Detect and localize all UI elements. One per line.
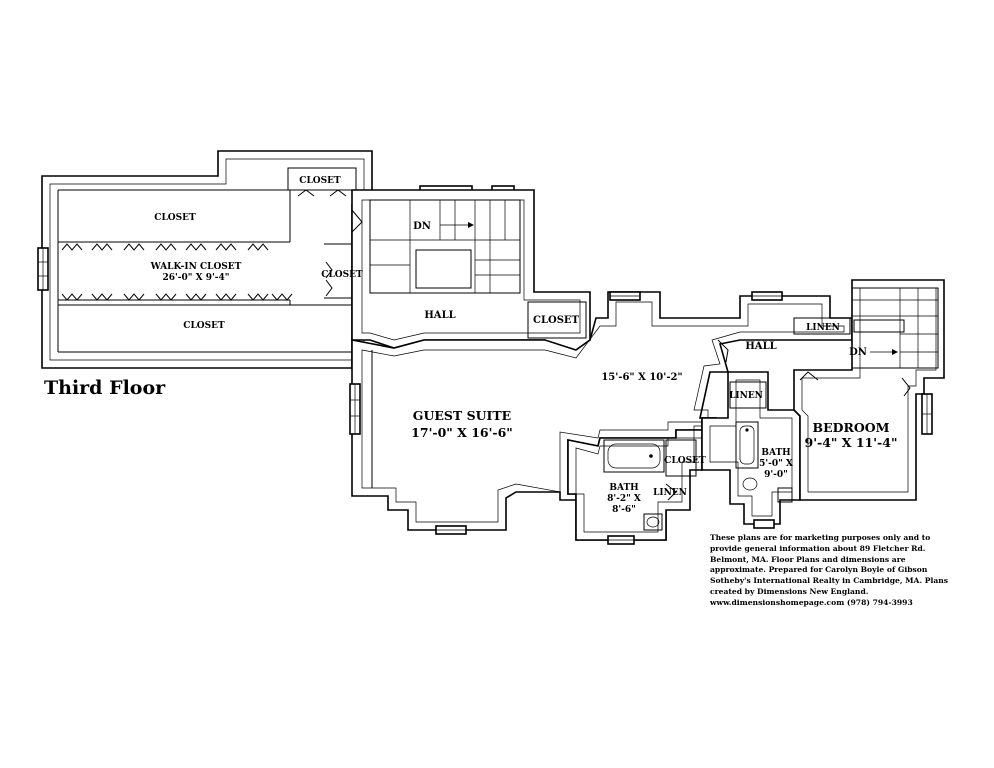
stair-dn-left-label: DN bbox=[413, 221, 431, 232]
linen-hall-label: LINEN bbox=[729, 391, 763, 401]
walk-in-closet-name: WALK-IN CLOSET bbox=[150, 262, 242, 272]
bath-1 bbox=[567, 417, 717, 545]
linen-upper-label: LINEN bbox=[806, 323, 840, 333]
closet-upper-label: CLOSET bbox=[154, 213, 196, 223]
disclaimer-line: Belmont, MA. Floor Plans and dimensions … bbox=[710, 554, 906, 564]
closet-hall-label: CLOSET bbox=[533, 315, 580, 326]
bath-1-dims-2: 8'-6" bbox=[612, 505, 636, 515]
hanging-rod-lower bbox=[61, 261, 333, 301]
bath-1-dims-1: 8'-2" X bbox=[607, 494, 641, 504]
hall-left-label: HALL bbox=[424, 310, 455, 321]
bath-1-name: BATH bbox=[609, 483, 639, 493]
bath-2-name: BATH bbox=[761, 448, 791, 458]
hanging-rod-upper bbox=[61, 189, 347, 251]
closet-mid-label: CLOSET bbox=[321, 270, 363, 280]
disclaimer-line: created by Dimensions New England. bbox=[710, 586, 869, 596]
hall-right-label: HALL bbox=[745, 341, 776, 352]
closet-bath-label: CLOSET bbox=[664, 456, 706, 466]
guest-suite-dims: 17'-0" X 16'-6" bbox=[411, 425, 513, 440]
disclaimer-line: These plans are for marketing purposes o… bbox=[710, 533, 931, 542]
linen-bath-label: LINEN bbox=[653, 488, 687, 498]
closet-lower-label: CLOSET bbox=[183, 321, 225, 331]
stair-hall-core bbox=[351, 189, 591, 351]
bath-2-dims-2: 9'-0" bbox=[764, 470, 788, 480]
disclaimer-line: Sotheby's International Realty in Cambri… bbox=[710, 576, 949, 586]
disclaimer-line: www.dimensionshomepage.com (978) 794-399… bbox=[710, 597, 913, 607]
room-labels: CLOSET CLOSET WALK-IN CLOSET 26'-0" X 9'… bbox=[150, 176, 898, 515]
disclaimer-text: These plans are for marketing purposes o… bbox=[710, 533, 960, 609]
suite-area-dims: 15'-6" X 10'-2" bbox=[601, 372, 682, 383]
bath-2 bbox=[701, 371, 801, 529]
disclaimer-line: approximate. Prepared for Carolyn Boyle … bbox=[710, 565, 928, 575]
bedroom bbox=[793, 279, 945, 501]
disclaimer-line: provide general information about 89 Fle… bbox=[710, 543, 926, 553]
guest-suite-name: GUEST SUITE bbox=[413, 408, 511, 423]
stair-dn-right-label: DN bbox=[849, 347, 867, 358]
bath-2-dims-1: 5'-0" X bbox=[759, 459, 793, 469]
closet-top-small-label: CLOSET bbox=[299, 176, 341, 186]
walk-in-closet-dims: 26'-0" X 9'-4" bbox=[163, 273, 230, 283]
floor-title: Third Floor bbox=[44, 377, 166, 399]
bedroom-dims: 9'-4" X 11'-4" bbox=[805, 435, 898, 450]
bedroom-name: BEDROOM bbox=[813, 420, 890, 435]
